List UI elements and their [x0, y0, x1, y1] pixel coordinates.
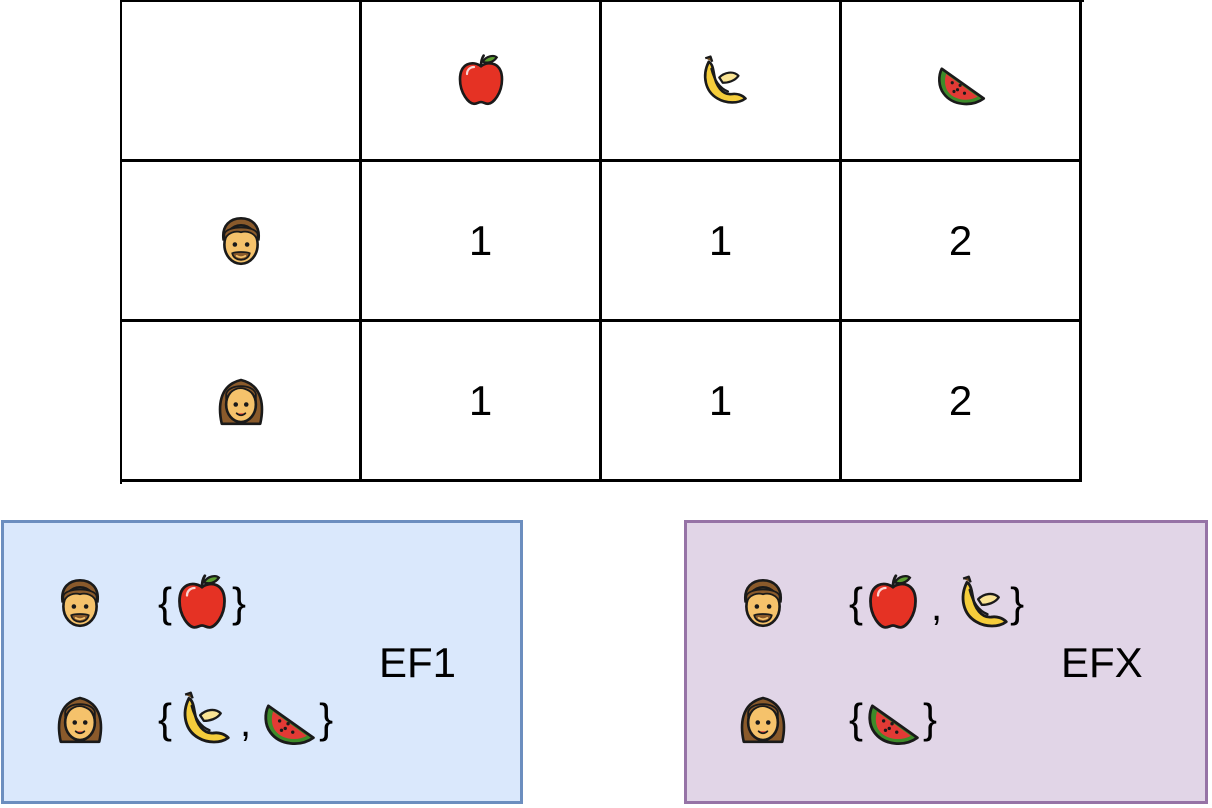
man-icon — [52, 575, 108, 631]
apple-icon — [172, 573, 232, 633]
close-brace: } — [319, 695, 334, 742]
header-cell-apple — [362, 2, 602, 162]
close-brace: } — [1010, 579, 1025, 626]
table-cell: 1 — [602, 162, 842, 322]
apple-icon — [453, 53, 509, 109]
separator: , — [240, 701, 252, 745]
watermelon-icon — [259, 689, 319, 749]
ef1-label: EF1 — [379, 639, 457, 686]
header-cell-watermelon — [842, 2, 1082, 162]
valuation-table: 1 1 2 1 1 2 — [120, 0, 1084, 484]
watermelon-icon — [933, 53, 989, 109]
table-cell: 2 — [842, 322, 1082, 482]
table-cell: 2 — [842, 162, 1082, 322]
efx-label: EFX — [1061, 639, 1143, 686]
separator: , — [931, 585, 943, 629]
efx-panel: { , } { } EFX — [684, 520, 1208, 804]
efx-row-woman: { } — [735, 687, 937, 751]
open-brace: { — [849, 579, 864, 626]
row-header-woman — [122, 322, 362, 482]
bundle: { , } — [158, 689, 333, 749]
woman-icon — [213, 373, 269, 429]
ef1-row-man: { } — [52, 571, 246, 635]
banana-icon — [172, 689, 232, 749]
table-cell: 1 — [602, 322, 842, 482]
apple-icon — [863, 573, 923, 633]
bundle: { } — [849, 689, 937, 749]
ef1-row-woman: { , } — [52, 687, 333, 751]
woman-icon — [52, 691, 108, 747]
man-icon — [213, 213, 269, 269]
open-brace: { — [158, 579, 173, 626]
table-corner-cell — [122, 2, 362, 162]
table-cell: 1 — [362, 322, 602, 482]
open-brace: { — [849, 695, 864, 742]
woman-icon — [735, 691, 791, 747]
watermelon-icon — [863, 689, 923, 749]
efx-row-man: { , } — [735, 571, 1024, 635]
banana-icon — [693, 53, 749, 109]
open-brace: { — [158, 695, 173, 742]
bundle: { , } — [849, 573, 1024, 633]
bundle: { } — [158, 573, 246, 633]
close-brace: } — [923, 695, 938, 742]
header-cell-banana — [602, 2, 842, 162]
close-brace: } — [232, 579, 247, 626]
row-header-man — [122, 162, 362, 322]
banana-icon — [950, 573, 1010, 633]
man-icon — [735, 575, 791, 631]
ef1-panel: { } { , } EF1 — [1, 520, 523, 804]
table-cell: 1 — [362, 162, 602, 322]
